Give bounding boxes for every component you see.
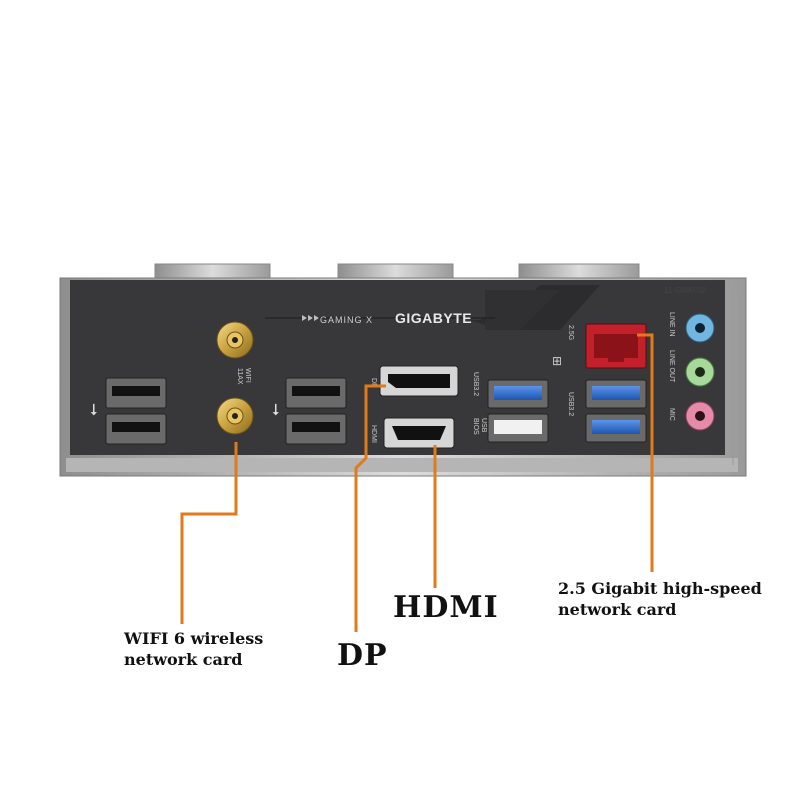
lan-usb3-block: 2.5G ⊞ USB3.2 <box>552 323 647 443</box>
lan-callout: 2.5 Gigabit high-speed network card <box>558 578 762 620</box>
line-in-label: LINE IN <box>668 312 675 337</box>
brand-logo: GIGABYTE <box>395 310 472 326</box>
usb32-label: USB3.2 <box>472 372 479 396</box>
wifi-label: 11AX <box>236 368 243 385</box>
hdmi-callout: HDMI <box>393 590 499 625</box>
wifi-label-2: WIFI <box>244 368 251 383</box>
usb32-right-label: USB3.2 <box>567 392 574 416</box>
dp-callout: DP <box>337 638 388 673</box>
wifi-antenna-connectors: 11AX WIFI <box>216 321 254 435</box>
bios-usb-label: BIOS <box>472 418 479 435</box>
lan-callout-line-2: network card <box>558 600 677 619</box>
network-icon: ⊞ <box>552 354 562 368</box>
dp-leader <box>354 384 386 632</box>
wifi-leader <box>180 442 238 624</box>
video-outputs: DP HDMI <box>370 365 459 449</box>
mic-label: MIC <box>668 408 675 421</box>
lan-leader <box>637 333 654 572</box>
part-number: 11-G080-02 <box>664 286 707 295</box>
bios-usb-label-2: USB <box>480 418 487 433</box>
audio-jacks: LINE IN LINE OUT MIC <box>668 312 715 431</box>
lan-callout-line-1: 2.5 Gigabit high-speed <box>558 579 762 598</box>
usb-logo-icon: ⭠ <box>265 403 284 416</box>
wifi-callout-line-2: network card <box>124 650 243 669</box>
dp-panel-label: DP <box>370 378 377 388</box>
series-label: GAMING X <box>320 315 373 325</box>
usb2-left-block: ⭠ <box>83 377 167 445</box>
wifi-callout: WIFI 6 wireless network card <box>124 628 263 670</box>
lan-label: 2.5G <box>567 325 574 340</box>
wifi-callout-line-1: WIFI 6 wireless <box>124 629 264 648</box>
usb3-middle-block: USB3.2 BIOS USB <box>472 372 549 443</box>
line-out-label: LINE OUT <box>668 350 675 383</box>
hdmi-panel-label: HDMI <box>370 425 377 443</box>
usb-logo-icon: ⭠ <box>83 403 102 416</box>
usb2-middle-block: ⭠ <box>265 377 347 445</box>
callout-leaders <box>180 333 654 632</box>
brand-plate: GAMING X GIGABYTE 11-G080-02 <box>302 286 707 326</box>
chevron-icon <box>302 315 319 321</box>
